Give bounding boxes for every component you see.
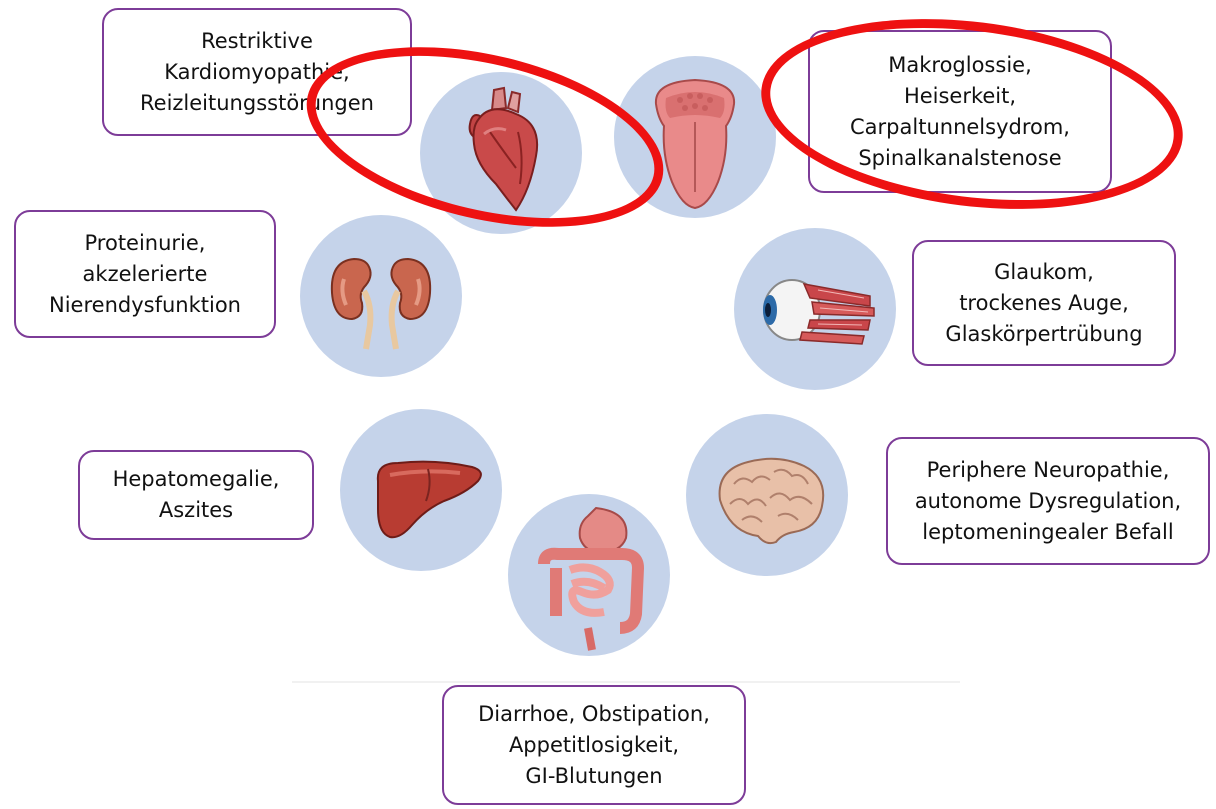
liver-icon <box>340 409 502 571</box>
box-tongue-line-2: Heiserkeit, <box>904 81 1016 112</box>
box-heart-line-2: Kardiomyopathie, <box>164 57 349 88</box>
box-heart: Restriktive Kardiomyopathie, Reizleitung… <box>102 8 412 136</box>
box-gi-line-3: GI-Blutungen <box>525 761 662 792</box>
circle-eye <box>734 228 896 390</box>
box-tongue: Makroglossie, Heiserkeit, Carpaltunnelsy… <box>808 30 1112 193</box>
circle-kidney <box>300 215 462 377</box>
box-liver-line-2: Aszites <box>159 495 233 526</box>
box-eye-line-1: Glaukom, <box>994 257 1094 288</box>
circle-gi <box>508 494 670 656</box>
circle-tongue <box>614 56 776 218</box>
box-eye-line-3: Glaskörpertrübung <box>945 319 1142 350</box>
heart-icon <box>420 72 582 234</box>
box-heart-line-1: Restriktive <box>201 26 313 57</box>
brain-icon <box>686 414 848 576</box>
box-brain-line-3: leptomeningealer Befall <box>922 517 1173 548</box>
box-liver: Hepatomegalie, Aszites <box>78 450 314 540</box>
box-eye-line-2: trockenes Auge, <box>959 288 1129 319</box>
circle-liver <box>340 409 502 571</box>
box-kidney-line-3: Nierendysfunktion <box>49 290 241 321</box>
circle-brain <box>686 414 848 576</box>
box-brain-line-1: Periphere Neuropathie, <box>927 455 1170 486</box>
box-heart-line-3: Reizleitungsstörungen <box>140 88 374 119</box>
box-brain: Periphere Neuropathie, autonome Dysregul… <box>886 437 1210 565</box>
kidney-icon <box>300 215 462 377</box>
intestine-icon <box>508 494 670 656</box>
eye-icon <box>734 228 896 390</box>
box-gi-line-2: Appetitlosigkeit, <box>509 730 679 761</box>
box-gi: Diarrhoe, Obstipation, Appetitlosigkeit,… <box>442 685 746 805</box>
box-kidney-line-1: Proteinurie, <box>85 228 206 259</box>
box-kidney-line-2: akzelerierte <box>83 259 208 290</box>
circle-heart <box>420 72 582 234</box>
box-tongue-line-3: Carpaltunnelsydrom, <box>850 112 1070 143</box>
box-kidney: Proteinurie, akzelerierte Nierendysfunkt… <box>14 210 276 338</box>
box-gi-line-1: Diarrhoe, Obstipation, <box>478 699 710 730</box>
box-liver-line-1: Hepatomegalie, <box>113 464 280 495</box>
box-tongue-line-4: Spinalkanalstenose <box>858 143 1061 174</box>
box-tongue-line-1: Makroglossie, <box>888 50 1032 81</box>
box-brain-line-2: autonome Dysregulation, <box>915 486 1181 517</box>
tongue-icon <box>614 56 776 218</box>
faint-line <box>292 681 960 683</box>
box-eye: Glaukom, trockenes Auge, Glaskörpertrübu… <box>912 240 1176 366</box>
